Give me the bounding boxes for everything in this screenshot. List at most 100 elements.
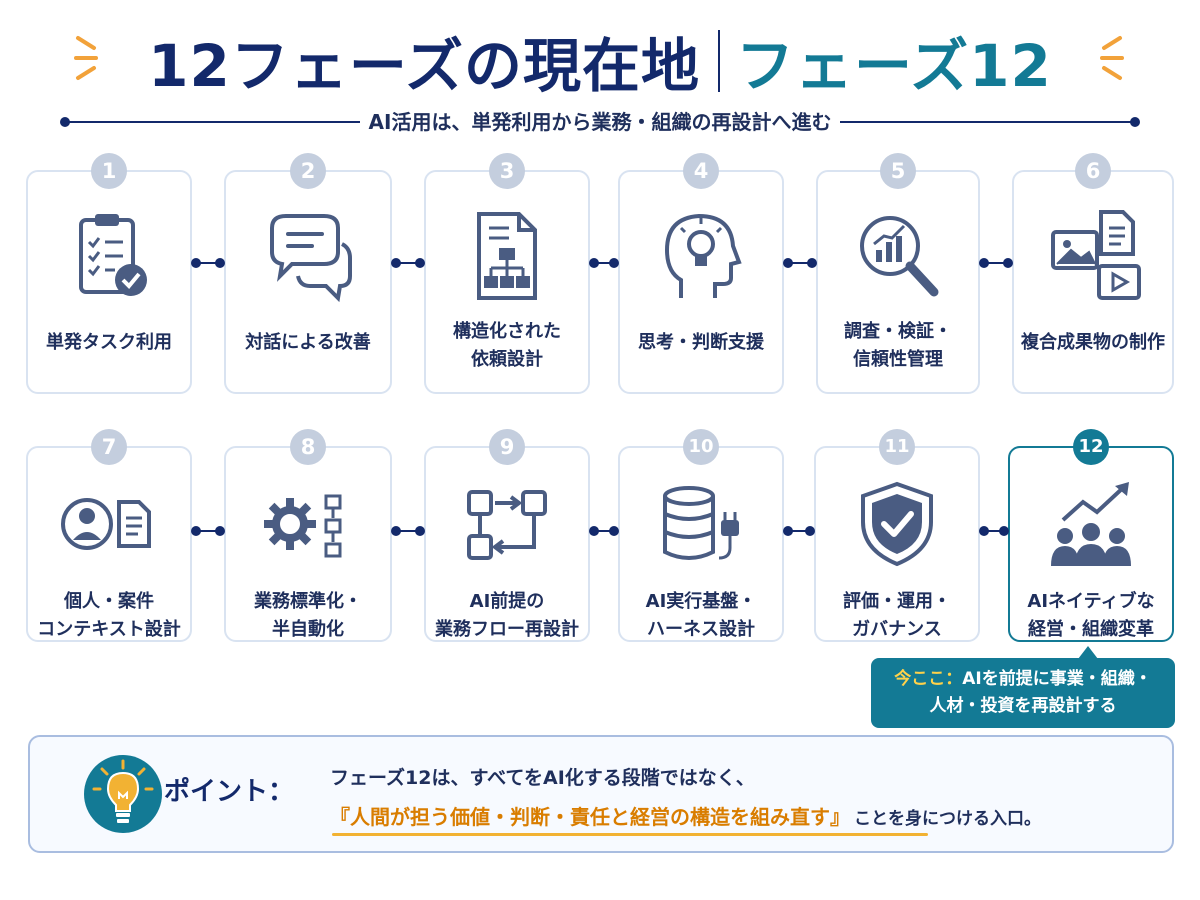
phase-card-11: 評価・運用・ ガバナンス	[814, 446, 980, 642]
point-line2-tail: ことを身につける入口。	[854, 809, 1041, 829]
phase-card-8: 業務標準化・ 半自動化	[224, 446, 392, 642]
phase-label: AI前提の 業務フロー再設計	[430, 588, 584, 644]
phase-label: 業務標準化・ 半自動化	[230, 588, 386, 644]
phase-card-12: AIネイティブな 経営・組織変革	[1008, 446, 1174, 642]
gear-flow-icon	[264, 494, 342, 558]
subtitle-dot-right	[1130, 117, 1140, 127]
shield-check-icon	[861, 481, 933, 567]
clipboard-checklist-icon	[79, 214, 147, 296]
point-label: ポイント：	[164, 777, 295, 807]
connector-7-8	[191, 526, 225, 536]
structured-document-icon	[477, 212, 537, 300]
callout-text2: 人材・投資を再設計する	[929, 696, 1117, 716]
point-line2: 『人間が担う価値・判断・責任と経営の構造を組み直す』 ことを身につける入口。	[330, 801, 1041, 830]
phase-label-line2: ガバナンス	[852, 619, 942, 640]
sparkle-left-icon	[74, 36, 98, 80]
title-divider	[718, 30, 720, 92]
phase-label-line2: ハーネス設計	[647, 619, 755, 640]
phase-label-line1: 評価・運用・	[843, 591, 951, 612]
connector-10-11	[783, 526, 815, 536]
phase-label: 単発タスク利用	[46, 332, 172, 353]
point-box: ポイント： フェーズ12は、すべてをAI化する段階ではなく、 『人間が担う価値・…	[28, 735, 1174, 853]
page-title-phase: フェーズ12	[736, 32, 1052, 100]
head-lightbulb-icon	[664, 213, 742, 298]
page-subtitle: AI活用は、単発利用から業務・組織の再設計へ進む	[368, 110, 832, 134]
connector-9-10	[589, 526, 619, 536]
phase-label: 個人・案件 コンテキスト設計	[32, 588, 186, 644]
phase-label: 思考・判断支援	[638, 332, 764, 353]
team-growth-icon	[1051, 482, 1131, 566]
phase-label-line2: 依頼設計	[471, 349, 543, 370]
phase-label-line1: 個人・案件	[64, 591, 154, 612]
phase-number-11: 11	[879, 429, 915, 465]
chat-bubbles-icon	[270, 214, 352, 303]
callout-line1: 今ここ：AIを前提に事業・組織・	[871, 666, 1175, 693]
person-document-icon	[61, 498, 151, 550]
phase-number-9: 9	[489, 429, 525, 465]
connector-5-6	[979, 258, 1013, 268]
connector-1-2	[191, 258, 225, 268]
phase-label: 評価・運用・ ガバナンス	[820, 588, 974, 644]
database-plug-icon	[663, 486, 739, 560]
phase-number-1: 1	[91, 153, 127, 189]
phase-label-line1: 構造化された	[453, 321, 561, 342]
subtitle-row: AI活用は、単発利用から業務・組織の再設計へ進む	[60, 108, 1140, 136]
phase-label: AI実行基盤・ ハーネス設計	[624, 588, 778, 644]
phase-label: 対話による改善	[245, 332, 371, 353]
callout-highlight: 今ここ：	[894, 669, 963, 689]
phase-label-line2: 経営・組織変革	[1028, 619, 1154, 640]
phase-number-12: 12	[1073, 429, 1109, 465]
subtitle-rule-left	[64, 121, 360, 123]
phase-label-line1: AI前提の	[469, 591, 545, 612]
phase-label-line1: AI実行基盤・	[645, 591, 757, 612]
phase-label-line2: 業務フロー再設計	[435, 619, 579, 640]
phase-label-line2: 半自動化	[272, 619, 344, 640]
phase-label-line2: 信頼性管理	[853, 349, 943, 370]
bulb-badge	[84, 755, 162, 833]
phase-label: AIネイティブな 経営・組織変革	[1014, 588, 1168, 644]
sparkle-right-icon	[1100, 36, 1124, 80]
phase-card-1: 単発タスク利用	[26, 170, 192, 394]
phase-label: 複合成果物の制作	[1021, 332, 1165, 353]
phase-card-3: 構造化された 依頼設計	[424, 170, 590, 394]
point-emphasis: 『人間が担う価値・判断・責任と経営の構造を組み直す』	[330, 805, 850, 829]
phase-label-line1: 調査・検証・	[844, 321, 952, 342]
phase-number-6: 6	[1075, 153, 1111, 189]
phase-label: 構造化された 依頼設計	[430, 318, 584, 374]
connector-4-5	[783, 258, 817, 268]
page-title: 12フェーズの現在地	[148, 32, 700, 100]
phase-card-2: 対話による改善	[224, 170, 392, 394]
callout-pointer	[1078, 646, 1098, 659]
phase-number-7: 7	[91, 429, 127, 465]
phase-label: 調査・検証・ 信頼性管理	[822, 318, 974, 374]
media-files-icon	[1051, 210, 1141, 300]
connector-8-9	[391, 526, 425, 536]
emphasis-underline	[332, 833, 928, 836]
flow-boxes-icon	[467, 490, 547, 560]
phase-card-9: AI前提の 業務フロー再設計	[424, 446, 590, 642]
subtitle-rule-right	[840, 121, 1136, 123]
title-row: 12フェーズの現在地 フェーズ12	[0, 18, 1200, 104]
phase-card-5: 調査・検証・ 信頼性管理	[816, 170, 980, 394]
phase-number-3: 3	[489, 153, 525, 189]
phase-number-8: 8	[290, 429, 326, 465]
lightbulb-icon	[92, 759, 154, 823]
phase-number-10: 10	[683, 429, 719, 465]
callout-text1: AIを前提に事業・組織・	[962, 669, 1152, 689]
connector-11-12	[979, 526, 1009, 536]
phase-card-4: 思考・判断支援	[618, 170, 784, 394]
phase-label-line1: AIネイティブな	[1027, 591, 1155, 612]
phase-number-5: 5	[880, 153, 916, 189]
phase-card-10: AI実行基盤・ ハーネス設計	[618, 446, 784, 642]
connector-2-3	[391, 258, 425, 268]
connector-3-4	[589, 258, 619, 268]
current-position-callout: 今ここ：AIを前提に事業・組織・ 人材・投資を再設計する	[871, 658, 1175, 728]
phase-card-7: 個人・案件 コンテキスト設計	[26, 446, 192, 642]
phase-card-6: 複合成果物の制作	[1012, 170, 1174, 394]
phase-number-2: 2	[290, 153, 326, 189]
phase-label-line2: コンテキスト設計	[37, 619, 181, 640]
point-line1: フェーズ12は、すべてをAI化する段階ではなく、	[330, 767, 755, 789]
phase-label-line1: 業務標準化・	[254, 591, 362, 612]
magnifier-chart-icon	[860, 216, 939, 297]
phase-number-4: 4	[683, 153, 719, 189]
